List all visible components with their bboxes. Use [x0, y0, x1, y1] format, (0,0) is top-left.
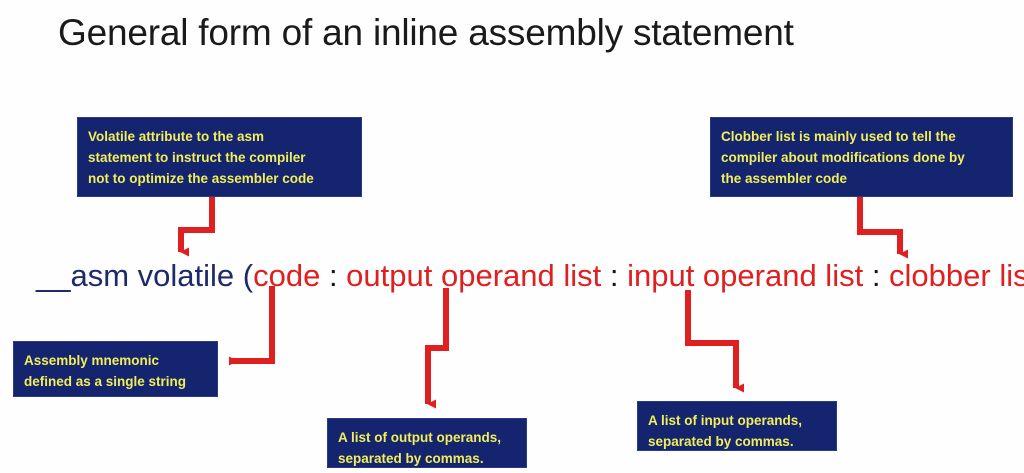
callout-mnemonic-line-1: Assembly mnemonic [24, 353, 160, 368]
code-token-output-operand-list: output operand list [346, 258, 602, 293]
callout-input-line-2: separated by commas. [648, 434, 794, 449]
callout-volatile: Volatile attribute to the asm statement … [77, 117, 362, 197]
callout-assembly-mnemonic: Assembly mnemonic defined as a single st… [13, 341, 218, 397]
code-separator-2: : [601, 258, 628, 293]
page-title: General form of an inline assembly state… [58, 12, 794, 53]
arrow-volatile-to-volatile-keyword [178, 197, 215, 257]
callout-input-operands: A list of input operands, separated by c… [637, 401, 837, 451]
callout-volatile-line-3: not to optimize the assembler code [88, 171, 314, 186]
callout-clobber-line-1: Clobber list is mainly used to tell the [721, 129, 956, 144]
code-separator-1: : [320, 258, 347, 293]
callout-clobber-line-2: compiler about modifications done by [721, 150, 965, 165]
arrow-input-operand-to-input-box [685, 290, 744, 393]
callout-mnemonic-line-2: defined as a single string [24, 374, 187, 389]
code-token-clobber-list: clobber list [889, 258, 1024, 293]
arrow-clobber-to-clobber-list [857, 197, 908, 259]
callout-output-line-1: A list of output operands, [338, 430, 501, 445]
callout-volatile-line-2: statement to instruct the compiler [88, 150, 306, 165]
code-statement: __asm volatile (code : output operand li… [36, 258, 1024, 294]
callout-input-line-1: A list of input operands, [648, 413, 802, 428]
code-token-code: code [253, 258, 321, 293]
callout-clobber-list: Clobber list is mainly used to tell the … [710, 117, 1013, 197]
code-separator-3: : [863, 258, 890, 293]
callout-output-line-2: separated by commas. [338, 451, 484, 466]
code-token-input-operand-list: input operand list [627, 258, 864, 293]
callout-clobber-line-3: the assembler code [721, 171, 848, 186]
callout-output-operands: A list of output operands, separated by … [327, 418, 527, 468]
code-prefix: __asm volatile ( [36, 258, 254, 293]
arrow-output-operand-to-output-box [425, 288, 449, 409]
arrow-code-to-mnemonic [229, 286, 275, 366]
callout-volatile-line-1: Volatile attribute to the asm [88, 129, 265, 144]
